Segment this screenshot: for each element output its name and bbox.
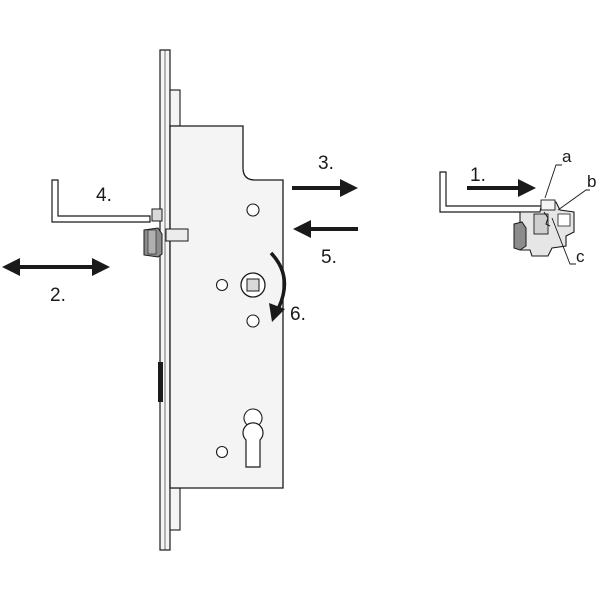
latch-stem [165, 228, 189, 242]
part-label-a: a [562, 147, 572, 166]
arrow-right-3 [292, 179, 358, 197]
follower-square [240, 272, 266, 298]
step-label-4: 4. [96, 185, 112, 206]
arrow-right-1 [467, 179, 536, 197]
part-label-c: c [576, 247, 585, 266]
arrow-rotate-6 [269, 251, 287, 322]
step-label-3: 3. [318, 153, 334, 174]
step-label-5: 5. [321, 247, 337, 268]
arrow-left-5 [293, 220, 358, 238]
cylinder-cutout-outline [242, 422, 264, 468]
hex-key-detail [439, 171, 545, 213]
faceplate [158, 49, 171, 551]
part-label-b: b [587, 172, 596, 191]
latch-detail [513, 199, 575, 257]
step-label-1: 1. [470, 165, 486, 186]
leader-lines [544, 164, 590, 265]
lock-case [169, 125, 284, 489]
arrow-double-2 [2, 258, 110, 276]
step-label-2: 2. [50, 285, 66, 306]
latch-bolt [143, 208, 163, 258]
hex-key-left [51, 179, 151, 223]
step-label-6: 6. [290, 304, 306, 325]
screw-holes [215, 203, 260, 459]
